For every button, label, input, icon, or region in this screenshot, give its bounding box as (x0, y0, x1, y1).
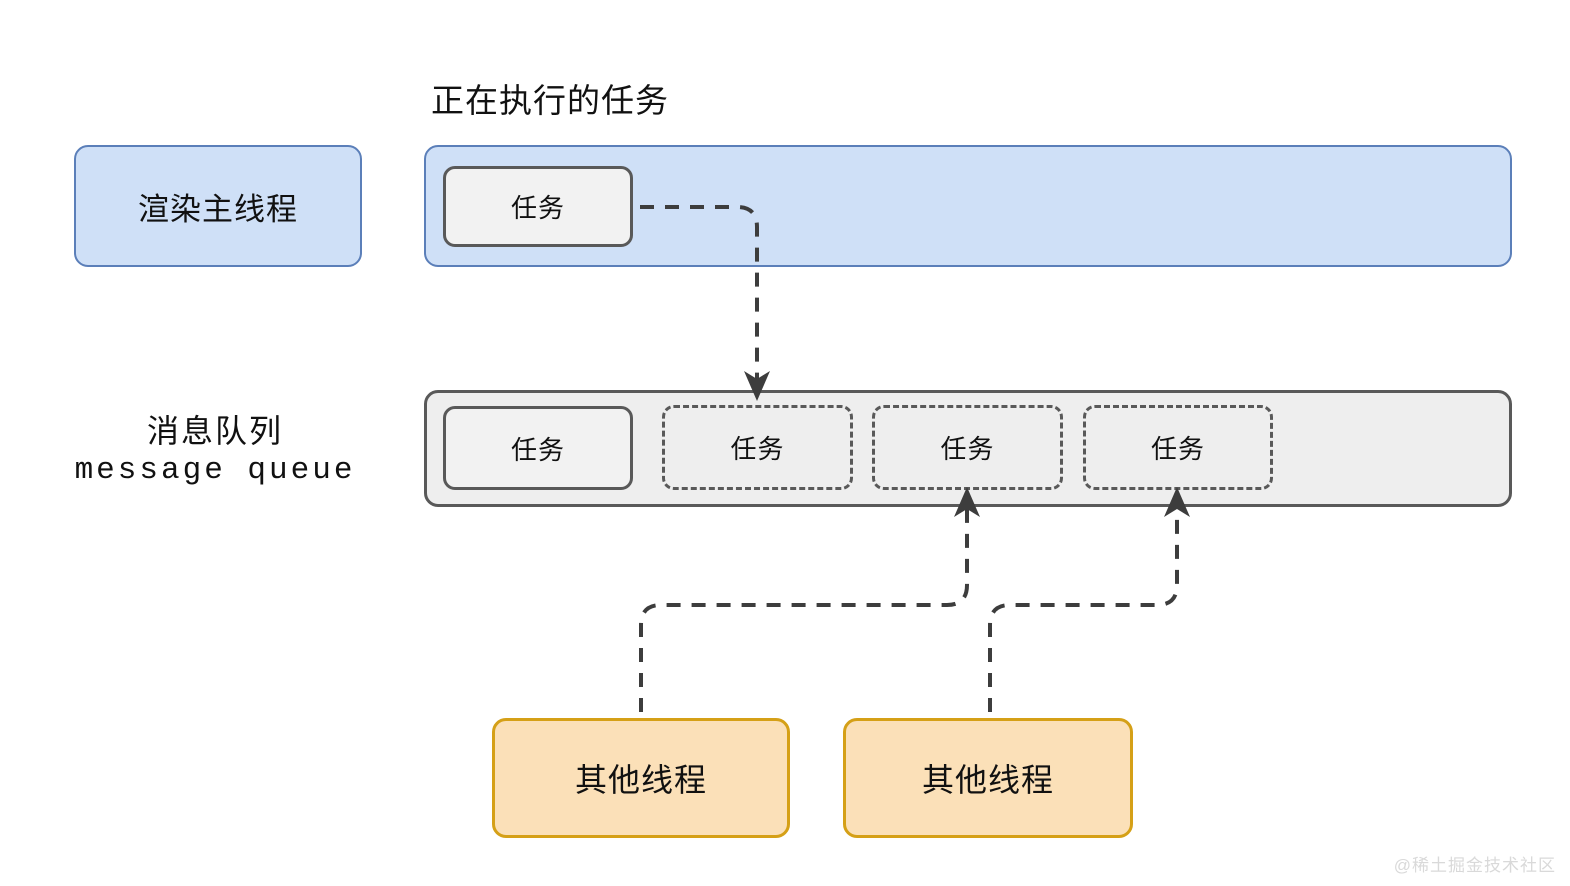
other-thread-label-2: 其他线程 (921, 762, 1054, 798)
other-thread-label-1: 其他线程 (574, 762, 707, 798)
message-queue-label-cn: 消息队列 (146, 413, 283, 449)
queue-task-chip-4: 任务 (1083, 405, 1273, 490)
message-queue-label-en: message queue (74, 453, 356, 489)
running-task-label: 任务 (510, 193, 565, 223)
other-thread-box-1: 其他线程 (492, 718, 790, 838)
render-main-thread-label: 渲染主线程 (138, 191, 298, 227)
queue-task-label-3: 任务 (940, 434, 995, 464)
running-task-chip: 任务 (443, 166, 633, 247)
queue-task-label-4: 任务 (1150, 434, 1205, 464)
render-main-thread-box: 渲染主线程 (74, 145, 362, 267)
queue-task-label-2: 任务 (730, 434, 785, 464)
message-queue-label: 消息队列 message queue (20, 412, 410, 491)
arrow-thread2-to-queue (988, 505, 1179, 712)
queue-task-chip-1: 任务 (443, 406, 633, 490)
executing-task-title: 正在执行的任务 (431, 82, 669, 119)
arrow-thread1-to-queue (639, 505, 969, 712)
queue-task-chip-3: 任务 (872, 405, 1063, 490)
watermark: @稀土掘金技术社区 (1393, 856, 1556, 875)
queue-task-label-1: 任务 (510, 434, 565, 465)
other-thread-box-2: 其他线程 (843, 718, 1133, 838)
queue-task-chip-2: 任务 (662, 405, 853, 490)
